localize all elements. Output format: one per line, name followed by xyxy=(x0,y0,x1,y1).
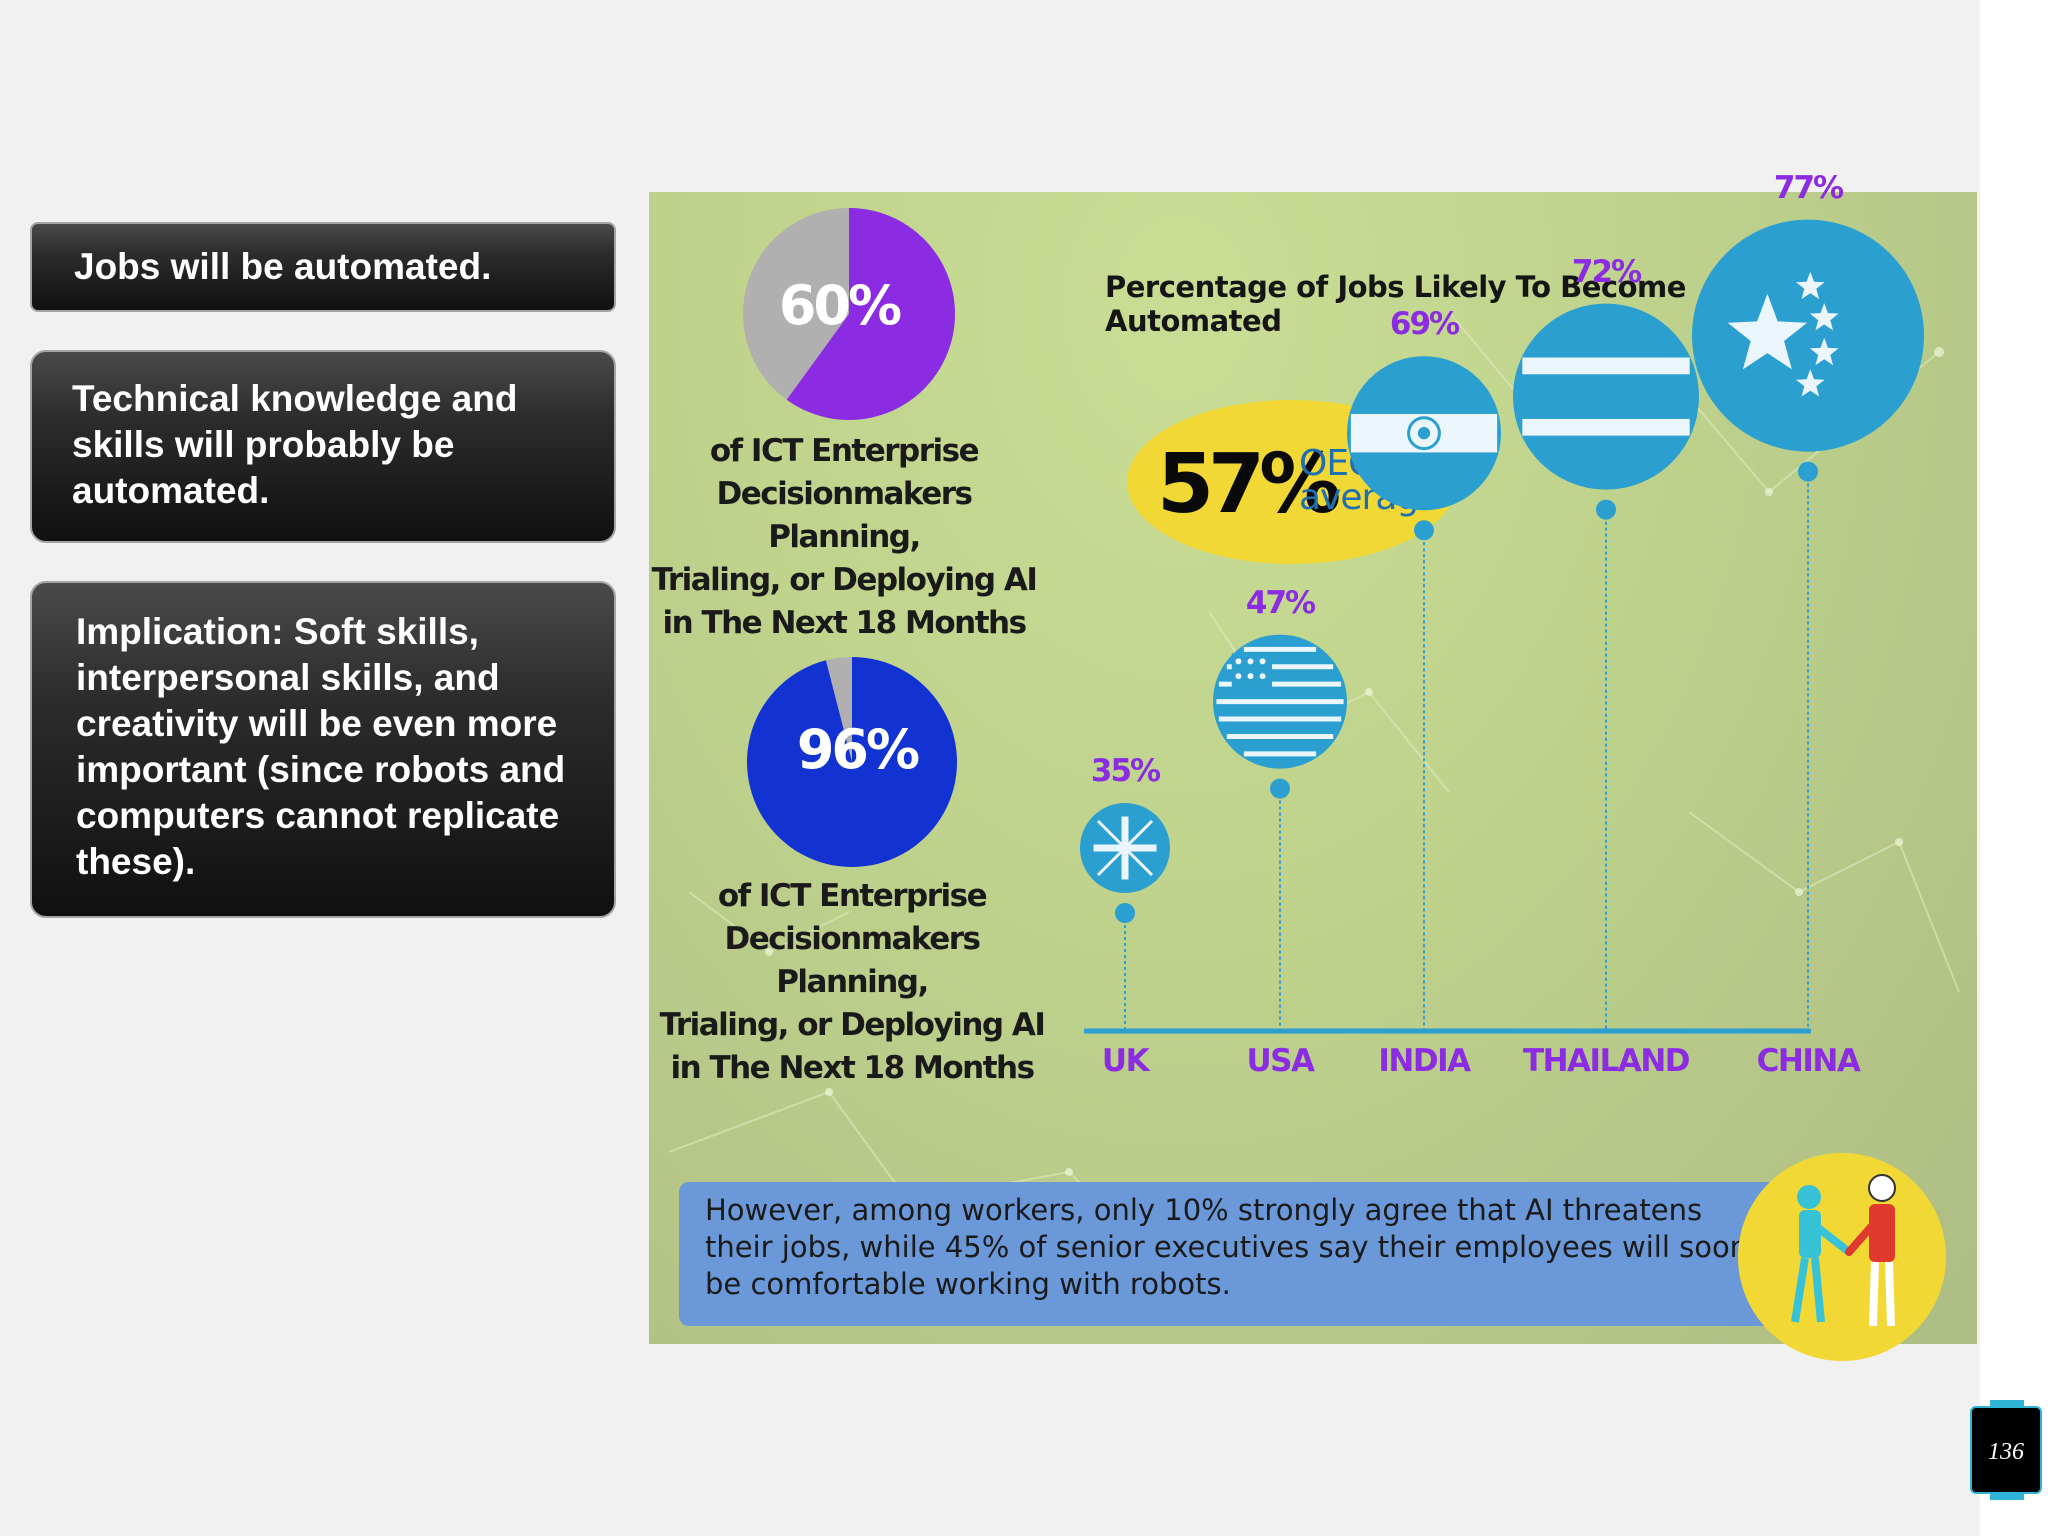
category-label-india: INDIA xyxy=(1378,1043,1471,1079)
balloon-knot xyxy=(1270,778,1290,799)
robot-figure-icon xyxy=(1791,1185,1853,1323)
value-label-usa: 47% xyxy=(1245,584,1316,621)
pie2-caption-line: in The Next 18 Months xyxy=(670,1050,1035,1086)
thailand-flag-icon xyxy=(1513,303,1699,490)
pie1-slice xyxy=(786,208,955,420)
value-label-india: 69% xyxy=(1389,306,1460,343)
balloon-thailand xyxy=(1513,303,1699,1031)
bullet-box-1: Jobs will be automated. xyxy=(30,222,616,312)
bullet-box-3: Implication: Soft skills, interpersonal … xyxy=(30,581,616,918)
balloon-india xyxy=(1347,356,1501,1031)
pie2-caption-line: Trialing, or Deploying AI xyxy=(659,1007,1046,1043)
india-flag-icon-pattern xyxy=(1350,413,1498,453)
category-label-china: CHINA xyxy=(1756,1043,1861,1079)
bullet-box-2: Technical knowledge and skills will prob… xyxy=(30,350,616,543)
note-box xyxy=(679,1182,1809,1326)
handshake-illustration xyxy=(1738,1153,1946,1361)
handshake-circle xyxy=(1738,1153,1946,1361)
right-margin-strip xyxy=(1980,0,2048,1536)
category-label-usa: USA xyxy=(1246,1043,1316,1079)
automation-infographic: 60% 96% of ICT Enterprise Decisionmakers… xyxy=(649,170,1977,1361)
value-label-thailand: 72% xyxy=(1571,253,1642,290)
page-number: 136 xyxy=(1970,1406,2042,1494)
pie1-caption-line: of ICT Enterprise xyxy=(709,433,980,469)
category-label-thailand: THAILAND xyxy=(1522,1043,1691,1079)
page-number-cap-bottom xyxy=(1990,1492,2024,1500)
pie2 xyxy=(747,657,957,868)
balloon-uk xyxy=(1080,803,1170,1031)
balloon-china xyxy=(1692,219,1924,1031)
page-number-cap-top xyxy=(1990,1400,2024,1408)
pie2-caption-line: Decisionmakers Planning, xyxy=(724,921,981,1000)
uk-flag-icon-pattern xyxy=(1093,816,1157,880)
usa-flag-icon-pattern xyxy=(1216,646,1344,757)
oecd-percent: 57% xyxy=(1157,437,1341,532)
china-flag-icon-pattern xyxy=(1727,271,1839,397)
person-figure-icon xyxy=(1845,1174,1896,1327)
balloon-knot xyxy=(1596,499,1616,520)
pie2-percent-label: 96% xyxy=(796,718,920,781)
thailand-flag-icon-pattern xyxy=(1522,357,1690,436)
pie1-caption-line: in The Next 18 Months xyxy=(662,605,1027,641)
pie2-slice xyxy=(747,657,957,868)
china-flag-icon xyxy=(1692,219,1924,452)
chart-title: Percentage of Jobs Likely To Become Auto… xyxy=(1105,270,1686,338)
pie2-caption-line: of ICT Enterprise xyxy=(717,878,988,914)
pie1-percent-label: 60% xyxy=(778,274,902,337)
balloon-chart xyxy=(1080,219,1924,1034)
balloon-knot xyxy=(1798,461,1818,482)
pie1-caption-line: Trialing, or Deploying AI xyxy=(651,562,1038,598)
pie1-caption-line: Decisionmakers Planning, xyxy=(716,476,973,555)
value-label-uk: 35% xyxy=(1090,753,1161,789)
pie2-caption: of ICT Enterprise Decisionmakers Plannin… xyxy=(657,875,1047,1090)
balloon-knot xyxy=(1115,903,1135,923)
value-label-china: 77% xyxy=(1773,169,1844,206)
balloon-usa xyxy=(1213,634,1347,1031)
pie1 xyxy=(743,208,955,420)
pie1-caption: of ICT Enterprise Decisionmakers Plannin… xyxy=(649,430,1039,645)
pie-charts xyxy=(743,208,957,868)
note-text: However, among workers, only 10% strongl… xyxy=(705,1193,1749,1301)
category-label-uk: UK xyxy=(1101,1043,1150,1079)
balloon-knot xyxy=(1414,520,1434,541)
